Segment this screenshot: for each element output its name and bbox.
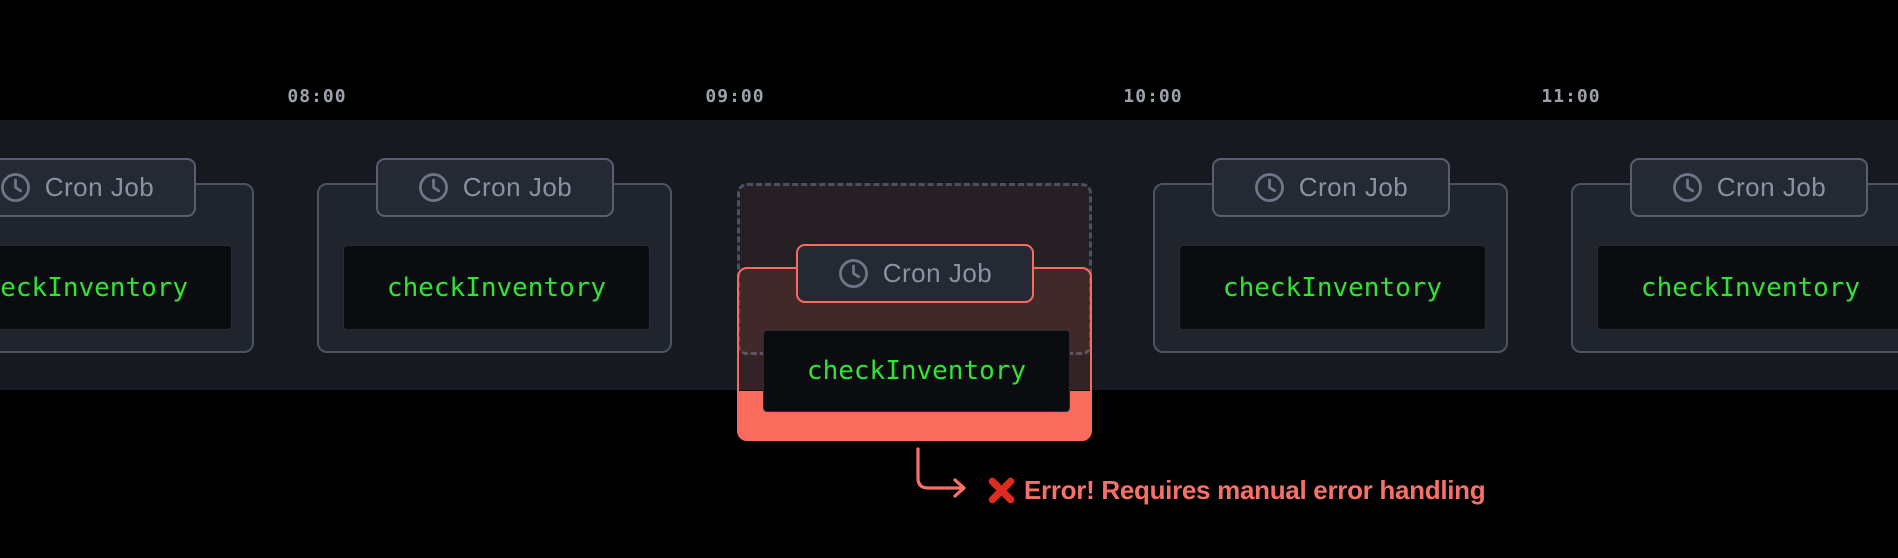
badge-label: Cron Job	[1298, 172, 1409, 202]
function-name-box: checkInventory	[1179, 245, 1486, 330]
function-name: checkInventory	[386, 272, 607, 303]
error-annotation-text: Error! Requires manual error handling	[1024, 474, 1486, 505]
clock-icon	[0, 173, 30, 202]
function-name-box: checkInventory	[1597, 245, 1898, 330]
clock-icon	[1672, 173, 1702, 202]
function-name-box: checkInventory	[763, 330, 1070, 412]
time-label-0900: 09:00	[705, 86, 765, 107]
function-name: checkInventory	[806, 356, 1027, 386]
cron-job-card[interactable]: Cron Job checkInventory	[317, 158, 672, 353]
function-name: checkInventory	[1222, 272, 1443, 303]
time-label-0800: 08:00	[287, 86, 347, 107]
cron-job-badge: Cron Job	[795, 244, 1034, 303]
cron-job-badge: Cron Job	[375, 158, 614, 217]
function-name: checkInventory	[0, 272, 189, 303]
badge-label: Cron Job	[882, 258, 993, 288]
error-connector-arrow	[916, 447, 966, 498]
function-name: checkInventory	[1640, 272, 1861, 303]
cron-job-card[interactable]: Cron Job checkInventory	[0, 158, 254, 353]
cron-job-badge: Cron Job	[1629, 158, 1868, 217]
function-name-box: checkInventory	[343, 245, 650, 330]
cron-job-card[interactable]: Cron Job checkInventory	[1153, 158, 1508, 353]
clock-icon	[418, 173, 448, 202]
badge-label: Cron Job	[44, 172, 155, 202]
cron-job-card-error[interactable]: Cron Job checkInventory	[737, 244, 1092, 441]
clock-icon	[1254, 173, 1284, 202]
cron-job-card[interactable]: Cron Job checkInventory	[1571, 158, 1898, 353]
cron-job-badge: Cron Job	[1211, 158, 1450, 217]
time-label-1100: 11:00	[1541, 86, 1601, 107]
badge-label: Cron Job	[462, 172, 573, 202]
clock-icon	[838, 259, 868, 288]
function-name-box: checkInventory	[0, 245, 232, 330]
badge-label: Cron Job	[1716, 172, 1827, 202]
time-label-1000: 10:00	[1123, 86, 1183, 107]
error-annotation: Error! Requires manual error handling	[986, 474, 1486, 506]
cron-job-badge: Cron Job	[0, 158, 196, 217]
cross-mark-icon	[988, 477, 1015, 503]
